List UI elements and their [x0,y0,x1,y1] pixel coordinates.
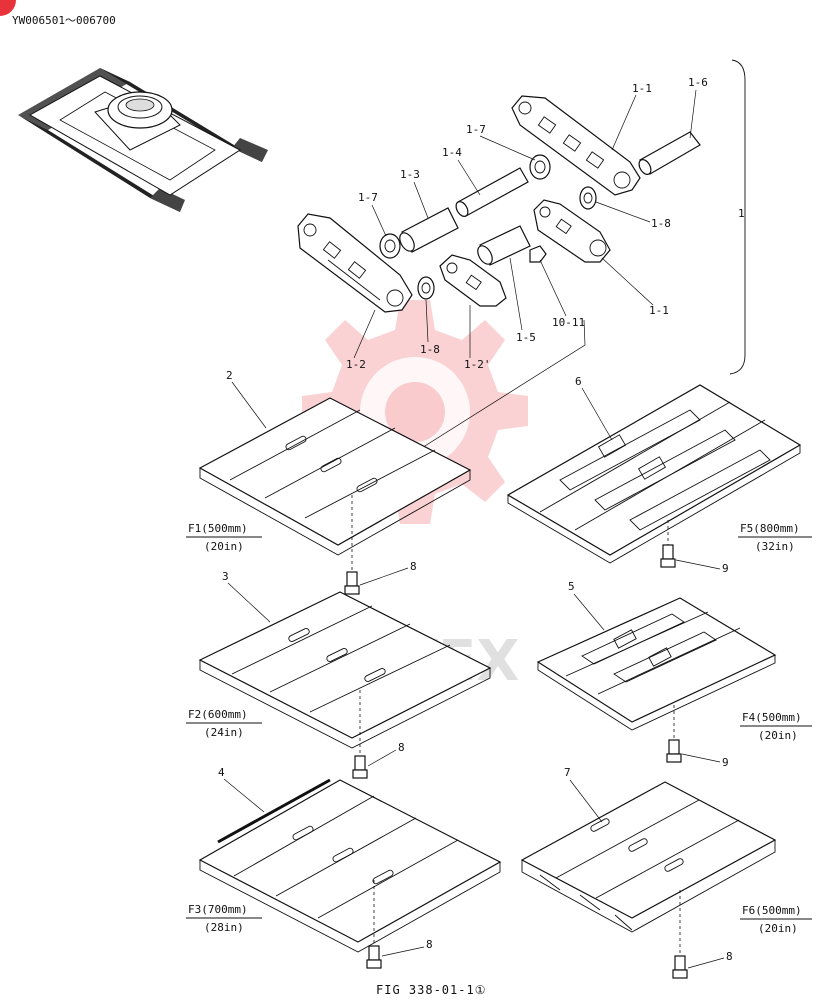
link-right-1-1-bottom [533,199,611,263]
callout-3: 3 [222,570,229,583]
track-shoe-3 [198,591,492,749]
bolt-8-f2 [352,755,368,779]
track-shoe-7 [520,781,777,933]
bolt-9-f5 [660,544,676,568]
callout-4: 4 [218,766,225,779]
callout-1-8-right: 1-8 [651,217,671,230]
callout-1-3: 1-3 [400,168,420,181]
callout-7: 7 [564,766,571,779]
assembly-bracket [729,59,746,375]
figure-caption: FIG 338-01-1① [376,983,486,997]
link-right-1-1-top [511,95,641,196]
f3-inches: (28in) [204,921,244,934]
callout-1-2: 1-2 [346,358,366,371]
bolt-9-f4 [666,739,682,763]
callout-1-4: 1-4 [442,146,462,159]
track-shoe-6 [506,384,802,564]
link-left-1-2 [297,213,413,313]
track-shoe-2 [198,397,472,556]
f4-size: F4(500mm) [742,711,802,724]
f6-size: F6(500mm) [742,904,802,917]
callout-2: 2 [226,369,233,382]
pin-1-6 [638,131,701,175]
callout-8-b: 8 [398,741,405,754]
f3-size: F3(700mm) [188,903,248,916]
callout-5: 5 [568,580,575,593]
bushing-1-4 [455,167,529,217]
link-left-1-2b [439,254,507,307]
f2-size: F2(600mm) [188,708,248,721]
bushing-1-3 [399,207,459,253]
f1-size: F1(500mm) [188,522,248,535]
callout-1-1-top: 1-1 [632,82,652,95]
track-shoe-5 [536,597,777,731]
nut-10-11 [529,245,547,263]
track-shoe-4 [198,778,502,953]
seal-1-7-top [529,154,551,180]
callout-1-8-mid: 1-8 [420,343,440,356]
bolt-8-f6 [672,955,688,979]
serial-range: YW006501～006700 [12,14,116,27]
callout-1-2b: 1-2' [464,358,491,371]
f5-inches: (32in) [755,540,795,553]
callout-1-5: 1-5 [516,331,536,344]
callout-8-c: 8 [426,938,433,951]
f6-inches: (20in) [758,922,798,935]
seal-1-7-left [379,233,401,259]
undercarriage-illustration [18,68,268,212]
f5-size: F5(800mm) [740,522,800,535]
callout-1-7-top: 1-7 [466,123,486,136]
corner-marker [0,0,16,16]
bolt-8-f1 [344,571,360,595]
callout-9-a: 9 [722,562,729,575]
callout-1-1-bottom: 1-1 [649,304,669,317]
f4-inches: (20in) [758,729,798,742]
callout-9-b: 9 [722,756,729,769]
callout-10-11: 10-11 [552,316,585,329]
callout-6: 6 [575,375,582,388]
f1-inches: (20in) [204,540,244,553]
bolt-8-f3 [366,945,382,969]
bushing-1-5 [477,225,531,266]
spacer-1-8-mid [417,276,435,300]
callout-8-a: 8 [410,560,417,573]
f2-inches: (24in) [204,726,244,739]
callout-1-7-left: 1-7 [358,191,378,204]
callout-1: 1 [738,207,745,220]
callout-8-d: 8 [726,950,733,963]
spacer-1-8-right [579,186,597,210]
callout-1-6: 1-6 [688,76,708,89]
